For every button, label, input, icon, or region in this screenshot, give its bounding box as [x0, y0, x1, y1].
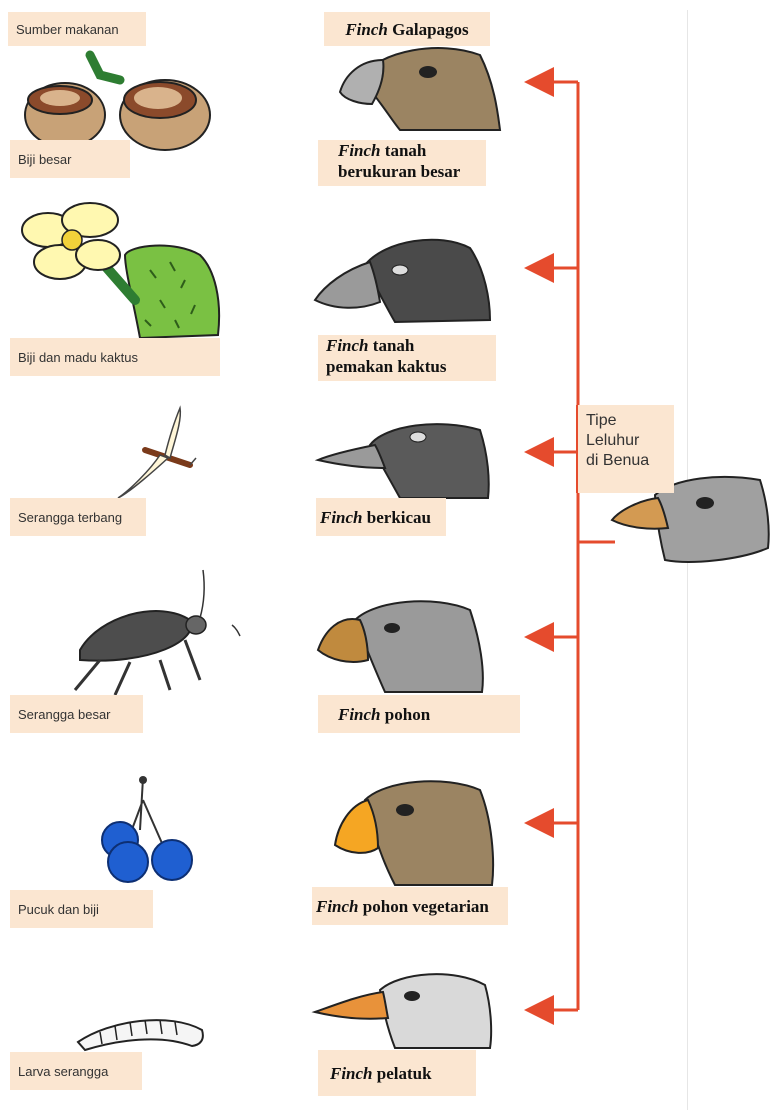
lineage-arrows	[530, 82, 615, 1010]
buds-seeds-illustration	[102, 776, 192, 882]
food-label-large-seeds: Biji besar	[10, 140, 130, 178]
food-label-flying-insects: Serangga terbang	[10, 498, 146, 536]
food-label-larvae: Larva serangga	[10, 1052, 142, 1090]
finch-head-warbler	[318, 424, 489, 498]
finch-label-large-ground: Finch tanah berukuran besar	[318, 140, 486, 186]
larva-illustration	[78, 1020, 203, 1050]
finch-head-tree	[318, 601, 483, 692]
beetle-illustration	[75, 570, 240, 695]
finch-head-cactus-ground	[315, 240, 490, 322]
ancestor-label: Tipe Leluhur di Benua	[576, 405, 674, 493]
food-label-large-insects: Serangga besar	[10, 695, 143, 733]
finch-head-vegetarian-tree	[335, 781, 493, 885]
food-label-buds-seeds: Pucuk dan biji	[10, 890, 153, 928]
finch-label-tree: Finch pohon	[318, 695, 520, 733]
finch-head-large-ground	[340, 48, 500, 130]
large-seeds-illustration	[25, 55, 210, 150]
finch-head-woodpecker	[315, 974, 491, 1048]
finch-label-warbler: Finch berkicau	[316, 498, 446, 536]
flying-insect-illustration	[118, 408, 196, 498]
food-label-cactus: Biji dan madu kaktus	[10, 338, 220, 376]
finch-label-cactus-ground: Finch tanah pemakan kaktus	[318, 335, 496, 381]
finch-label-vegetarian-tree: Finch pohon vegetarian	[312, 887, 508, 925]
finch-label-woodpecker: Finch pelatuk	[318, 1050, 476, 1096]
cactus-illustration	[22, 203, 219, 338]
